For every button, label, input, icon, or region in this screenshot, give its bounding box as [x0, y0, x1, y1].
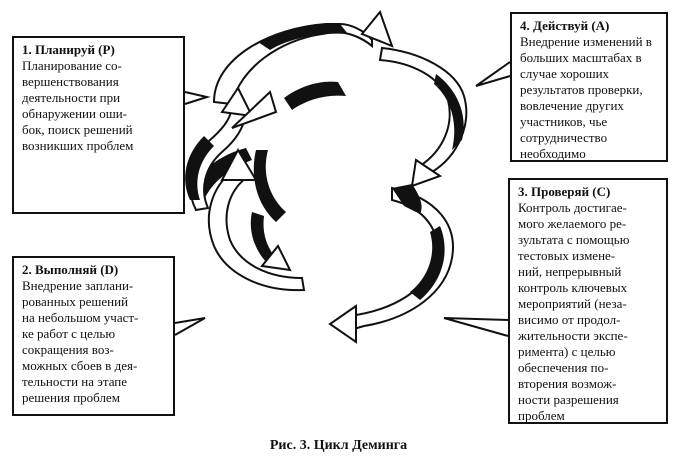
stage-check-heading: 3. Проверяй (C) — [518, 184, 611, 199]
pointer-do — [174, 317, 206, 336]
stage-act-box: 4. Действуй (A) Внедрение изменений в бо… — [510, 12, 668, 162]
stage-plan-heading: 1. Планируй (P) — [22, 42, 115, 57]
inner-swirl — [231, 81, 346, 272]
pointer-plan — [184, 91, 211, 105]
arrow-top — [212, 9, 394, 106]
stage-plan-box: 1. Планируй (P) Планирование со- вершенс… — [12, 36, 185, 214]
arrow-left — [185, 86, 254, 212]
arrow-right — [378, 46, 468, 188]
stage-check-text: Контроль достигае- мого желаемого ре- зу… — [518, 200, 630, 423]
arrow-bottom-right — [328, 184, 454, 344]
stage-act-text: Внедрение изменений в больших масштабах … — [520, 34, 652, 161]
stage-check-box: 3. Проверяй (C) Контроль достигае- мого … — [508, 178, 668, 424]
stage-do-heading: 2. Выполняй (D) — [22, 262, 119, 277]
figure-caption: Рис. 3. Цикл Деминга — [269, 438, 408, 453]
pointer-act — [475, 61, 511, 87]
pointer-check — [443, 317, 509, 337]
stage-plan-text: Планирование со- вершенствования деятель… — [22, 58, 134, 153]
stage-do-box: 2. Выполняй (D) Внедрение заплани- рован… — [12, 256, 175, 416]
stage-do-text: Внедрение заплани- рованных решений на н… — [22, 278, 139, 405]
stage-act-heading: 4. Действуй (A) — [520, 18, 610, 33]
